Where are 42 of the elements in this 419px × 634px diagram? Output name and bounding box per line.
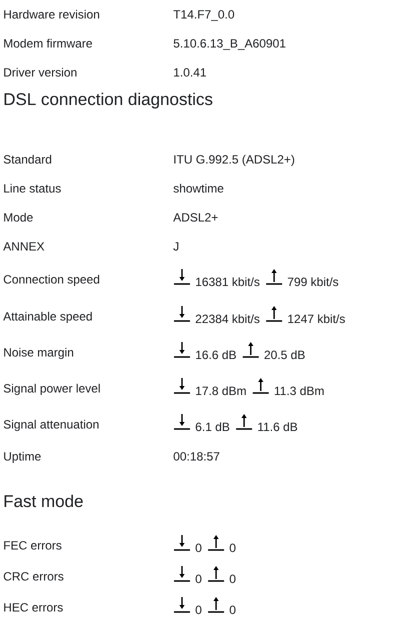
download-value: 0: [196, 606, 202, 614]
download-value: 0: [196, 574, 202, 584]
field-value: J: [173, 242, 178, 251]
field-label: Attainable speed: [3, 312, 92, 323]
field-value: ITU G.992.5 (ADSL2+): [174, 154, 294, 166]
field-value: 00:18:57: [174, 452, 220, 461]
field-label: Connection speed: [4, 274, 100, 286]
field-value: showtime: [174, 184, 224, 193]
upload-value: 0: [230, 544, 236, 552]
upload-value: 20.5 dB: [264, 350, 305, 360]
field-label: Line status: [4, 184, 61, 193]
section-heading: Fast mode: [4, 494, 83, 508]
upload-value: 1247 kbit/s: [288, 314, 345, 324]
field-label: Mode: [4, 212, 33, 222]
field-label: Hardware revision: [4, 10, 100, 19]
field-label: Modem firmware: [4, 38, 92, 48]
section-heading: DSL connection diagnostics: [4, 92, 212, 109]
upload-value: 11.3 dBm: [274, 386, 324, 396]
field-label: Standard: [4, 154, 52, 164]
upload-value: 0: [230, 574, 236, 584]
field-label: Noise margin: [4, 348, 74, 359]
field-label: Uptime: [4, 452, 41, 463]
download-value: 6.1 dB: [196, 422, 230, 432]
field-value: 1.0.41: [174, 68, 206, 77]
download-value: 0: [196, 544, 202, 552]
field-label: FEC errors: [4, 541, 62, 550]
field-label: ANNEX: [3, 242, 44, 250]
download-value: 16.6 dB: [196, 350, 236, 360]
upload-value: 0: [230, 606, 236, 614]
field-value: T14.F7_0.0: [173, 10, 234, 21]
upload-value: 11.6 dB: [258, 422, 298, 432]
field-label: CRC errors: [4, 572, 64, 581]
download-value: 16381 kbit/s: [196, 277, 260, 286]
field-value: ADSL2+: [173, 213, 218, 222]
field-label: Driver version: [4, 68, 76, 77]
field-value: 5.10.6.13_B_A60901: [174, 39, 286, 50]
field-label: Signal attenuation: [4, 420, 98, 431]
upload-value: 799 kbit/s: [288, 277, 338, 286]
download-value: 17.8 dBm: [196, 386, 246, 396]
field-label: Signal power level: [4, 384, 100, 395]
field-label: HEC errors: [4, 603, 63, 612]
download-value: 22384 kbit/s: [196, 314, 260, 324]
